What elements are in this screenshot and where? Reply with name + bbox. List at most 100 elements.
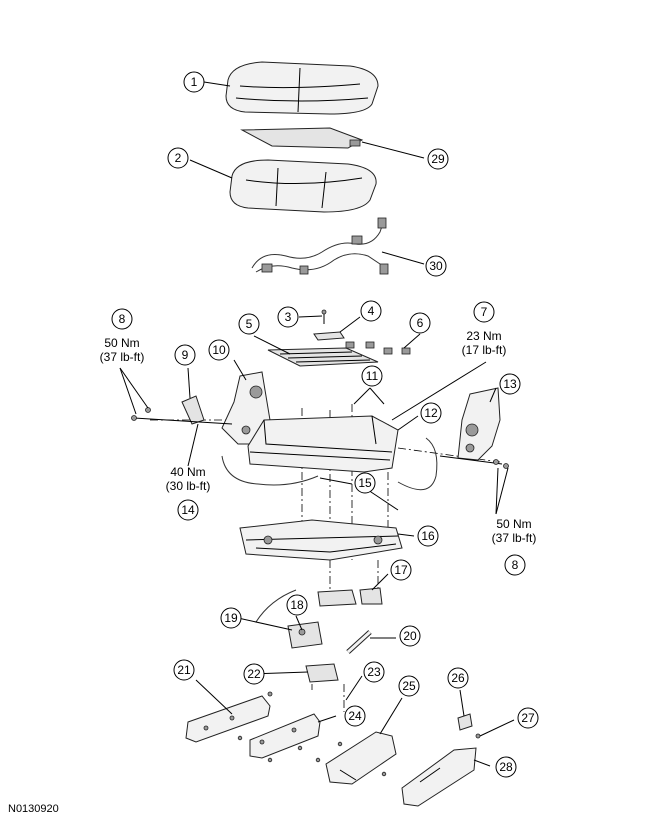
svg-text:(37 lb-ft): (37 lb-ft) [100,350,145,364]
right-pivot-bolts [439,455,509,469]
svg-text:3: 3 [285,310,292,324]
torque-spec-lower-left: 40 Nm (30 lb-ft) [166,465,211,493]
callout-7: 7 [473,301,495,323]
outer-side-shield [185,691,273,743]
svg-text:17: 17 [394,563,408,577]
inner-side-shield [249,713,321,759]
svg-text:22: 22 [247,667,261,681]
callout-26: 26 [447,667,469,689]
svg-text:11: 11 [366,369,379,383]
svg-text:4: 4 [368,304,375,318]
svg-text:23 Nm: 23 Nm [466,329,501,343]
svg-text:29: 29 [431,152,445,166]
callout-8-lower: 8 [504,554,526,576]
adjuster-drive-shaft [346,630,372,654]
svg-text:28: 28 [499,760,513,774]
adjuster-cable [221,437,438,491]
seat-cushion-pad [229,159,377,213]
front-trim-panel [401,733,481,807]
callout-5: 5 [238,313,260,335]
callout-20: 20 [399,625,421,647]
svg-text:30: 30 [429,259,443,273]
callout-29: 29 [427,148,449,170]
svg-text:7: 7 [481,305,488,319]
seat-suspension-mat [267,347,379,367]
callout-21: 21 [173,659,195,681]
callout-1: 1 [183,71,205,93]
svg-text:14: 14 [181,503,195,517]
callout-10: 10 [208,339,230,361]
cushion-heater-mat [240,127,364,149]
svg-text:15: 15 [358,476,372,490]
svg-text:1: 1 [191,75,198,89]
seat-wiring-harness [251,217,389,275]
callout-15: 15 [354,472,376,494]
callout-16: 16 [417,525,439,547]
callout-8-upper: 8 [111,308,133,330]
callout-4: 4 [360,300,382,322]
svg-text:(37 lb-ft): (37 lb-ft) [492,531,537,545]
callout-2: 2 [167,147,189,169]
callout-28: 28 [495,756,517,778]
svg-text:5: 5 [246,317,253,331]
svg-text:10: 10 [212,343,226,357]
svg-text:19: 19 [224,611,238,625]
svg-text:18: 18 [290,598,304,612]
torque-spec-right-bolts: 50 Nm (37 lb-ft) [492,517,537,545]
callout-27: 27 [517,707,539,729]
svg-text:23: 23 [367,665,381,679]
svg-text:20: 20 [403,629,417,643]
callout-13: 13 [499,373,521,395]
seat-control-module [305,663,339,683]
callout-6: 6 [409,312,431,334]
torque-spec-left-bolts: 50 Nm (37 lb-ft) [100,336,145,364]
left-recliner-bracket [221,371,271,445]
callout-11: 11 [361,365,383,387]
callout-14: 14 [177,499,199,521]
seat-frame [247,415,399,473]
callout-9: 9 [174,344,196,366]
svg-text:50 Nm: 50 Nm [496,517,531,531]
seat-track-assembly [239,519,403,561]
callout-30: 30 [425,255,447,277]
callout-12: 12 [420,402,442,424]
svg-text:21: 21 [177,663,191,677]
switch-bezel [457,713,473,731]
svg-text:24: 24 [348,709,362,723]
left-pivot-bolts [131,407,233,425]
callout-18: 18 [286,594,308,616]
svg-text:50 Nm: 50 Nm [104,336,139,350]
callout-23: 23 [363,661,385,683]
svg-text:27: 27 [521,711,535,725]
seat-cushion-cover [225,61,379,115]
figure-id: N0130920 [8,803,59,815]
svg-text:9: 9 [182,348,189,362]
callout-17: 17 [390,559,412,581]
height-adjust-motor [317,587,383,607]
svg-text:(17 lb-ft): (17 lb-ft) [462,343,507,357]
svg-text:16: 16 [421,529,435,543]
callout-25: 25 [398,675,420,697]
callout-19: 19 [220,607,242,629]
svg-text:25: 25 [402,679,416,693]
svg-text:8: 8 [512,558,519,572]
right-recliner-bracket [457,387,501,461]
seat-frame-hardware [313,309,411,355]
release-handle [181,395,205,425]
svg-text:13: 13 [503,377,517,391]
svg-text:12: 12 [424,406,438,420]
svg-text:8: 8 [119,312,126,326]
svg-text:(30 lb-ft): (30 lb-ft) [166,479,211,493]
svg-text:2: 2 [175,151,182,165]
trim-clips [237,735,387,777]
seat-switch-assembly [255,589,323,649]
rear-trim-cover [325,731,397,785]
svg-text:6: 6 [417,316,424,330]
leader-lines [119,81,515,767]
torque-spec-right-bolt: 23 Nm (17 lb-ft) [462,329,507,357]
callout-24: 24 [344,705,366,727]
callout-3: 3 [277,306,299,328]
svg-text:26: 26 [451,671,465,685]
callout-22: 22 [243,663,265,685]
